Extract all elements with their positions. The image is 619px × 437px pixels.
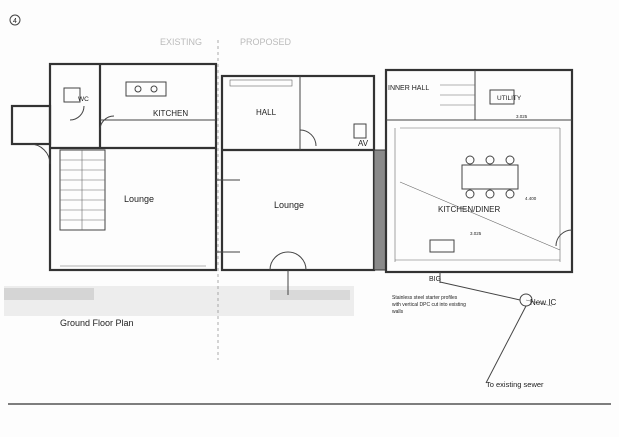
room-label-utility: UTILITY (497, 95, 522, 102)
dimension-top: 3.025 (516, 114, 528, 119)
room-label-inner-hall: INNER HALL (388, 85, 429, 92)
note-steel-profiles-line-3: walls (392, 309, 404, 315)
dimension-side: 4.400 (525, 196, 537, 201)
note-steel-profiles-line-2: with vertical DPC cut into existing (392, 302, 466, 308)
room-label-wc: WC (78, 96, 89, 103)
left-building-walls (10, 62, 218, 272)
room-label-big: BIG (429, 276, 441, 283)
room-label-lounge-left: Lounge (124, 194, 154, 204)
plan-title: Ground Floor Plan (60, 318, 134, 328)
right-building-walls (384, 68, 574, 274)
room-label-hall: HALL (256, 108, 277, 117)
sheet-mark: 4 (9, 14, 21, 26)
middle-building-walls (216, 74, 376, 295)
note-new-ic: New IC (530, 298, 556, 307)
room-label-kitchen-diner: KITCHEN/DINER (438, 205, 500, 214)
dimension-mid: 3.025 (470, 231, 482, 236)
party-wall (373, 149, 387, 271)
room-label-lounge-right: Lounge (274, 200, 304, 210)
note-sewer: To existing sewer (486, 380, 544, 389)
room-label-kitchen: KITCHEN (153, 109, 188, 118)
ground-hatch (4, 286, 354, 316)
sheet-mark-number: 4 (13, 18, 17, 25)
drain-lines (439, 272, 553, 384)
note-steel-profiles-line-1: Stainless steel starter profiles (392, 295, 458, 301)
room-label-av: AV (358, 139, 369, 148)
faint-header-right: PROPOSED (240, 37, 292, 47)
faint-header-left: EXISTING (160, 37, 202, 47)
